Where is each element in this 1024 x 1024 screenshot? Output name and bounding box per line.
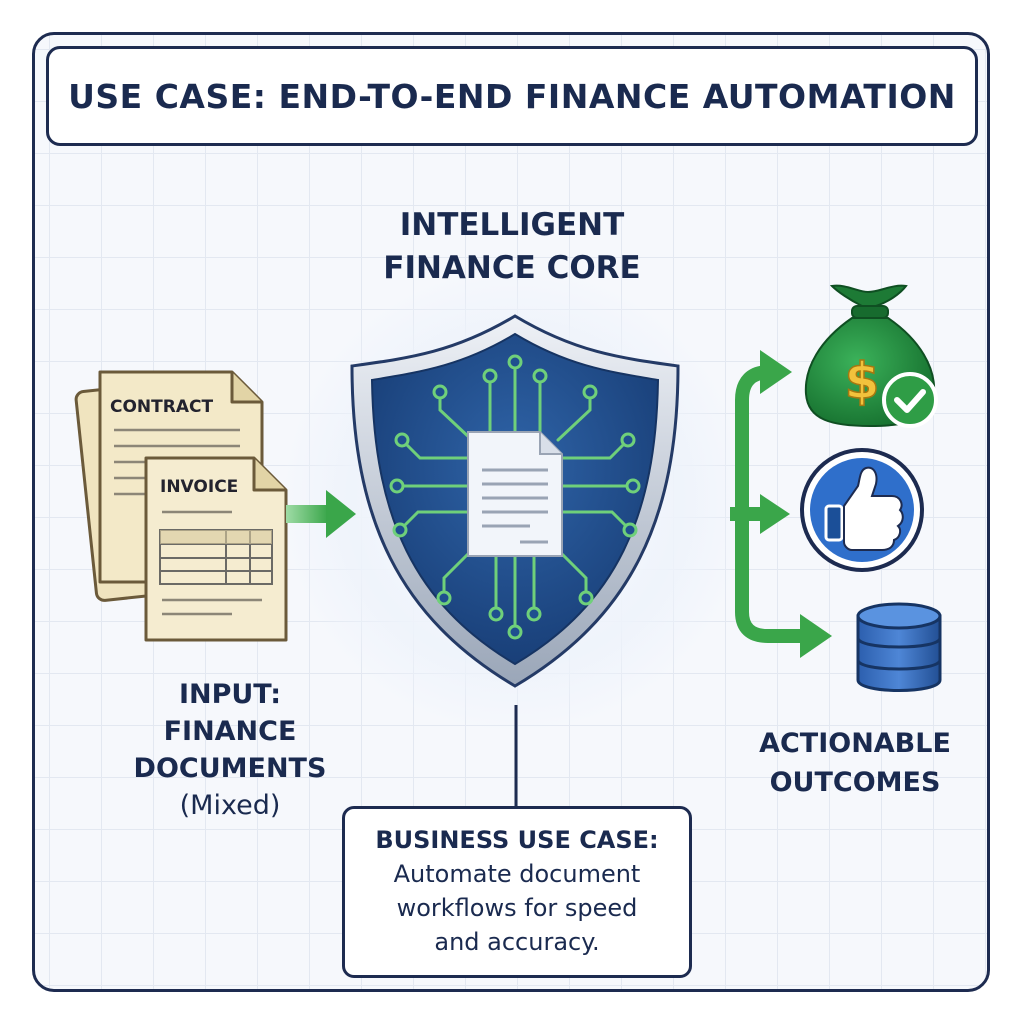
business-use-case-line3: and accuracy. [434, 928, 600, 956]
business-use-case-box: BUSINESS USE CASE: Automate document wor… [342, 806, 692, 978]
shield-icon [350, 314, 680, 688]
core-label: INTELLIGENT FINANCE CORE [332, 204, 692, 290]
document-icon [467, 431, 563, 557]
contract-label: CONTRACT [110, 397, 214, 417]
title-banner: USE CASE: END-TO-END FINANCE AUTOMATION [46, 46, 978, 146]
outcomes-label-line2: OUTCOMES [769, 767, 941, 798]
input-arrow [286, 490, 356, 538]
input-label-line4: (Mixed) [179, 790, 281, 821]
business-use-case-line2: workflows for speed [396, 894, 638, 922]
thumbs-up-icon [800, 448, 924, 572]
core-label-line2: FINANCE CORE [383, 250, 641, 286]
invoice-label: INVOICE [160, 477, 239, 497]
circuit-nodes [389, 354, 641, 640]
check-icon [894, 389, 926, 413]
core-label-line1: INTELLIGENT [399, 207, 625, 243]
business-use-case-title: BUSINESS USE CASE: [375, 826, 659, 854]
input-label: INPUT: FINANCE DOCUMENTS (Mixed) [100, 676, 360, 824]
input-label-line1: INPUT: [178, 679, 282, 710]
dollar-sign: $ [845, 352, 880, 410]
documents-icon [74, 370, 288, 642]
circuit-traces [400, 364, 630, 630]
business-use-case-line1: Automate document [393, 860, 641, 888]
money-bag-icon: $ [804, 284, 938, 428]
input-label-line3: DOCUMENTS [133, 753, 327, 784]
diagram-title: USE CASE: END-TO-END FINANCE AUTOMATION [68, 76, 956, 116]
database-icon [856, 602, 942, 692]
outcomes-label-line1: ACTIONABLE [759, 728, 951, 759]
output-arrowheads [760, 350, 832, 658]
outcomes-label: ACTIONABLE OUTCOMES [720, 724, 990, 802]
input-label-line2: FINANCE [163, 716, 297, 747]
